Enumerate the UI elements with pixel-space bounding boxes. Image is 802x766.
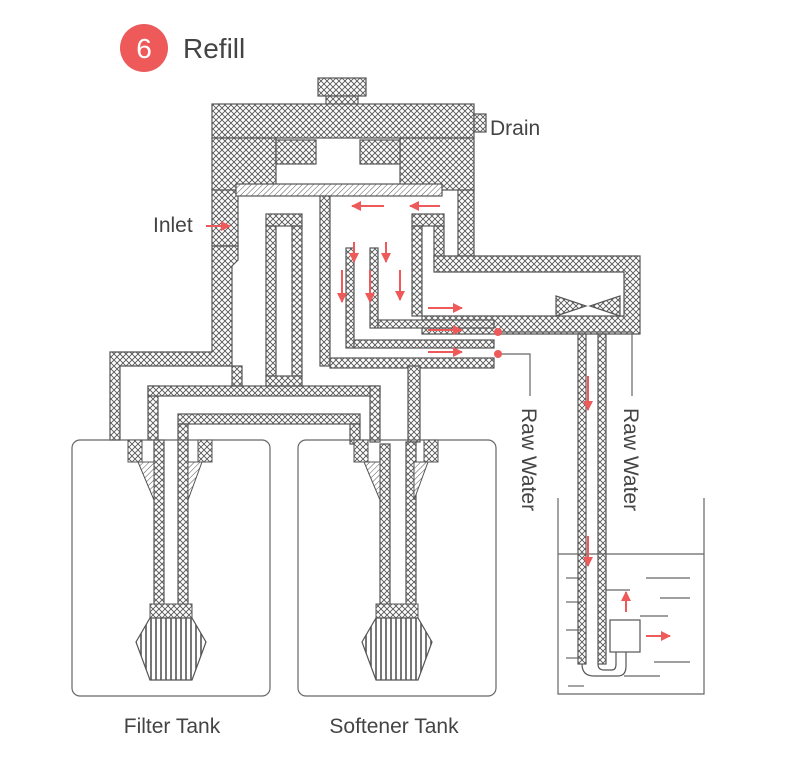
brine-tank [557,498,705,695]
leader-lines [494,328,633,396]
raw-water-port-dot [494,350,502,358]
brine-valve-float [609,619,641,653]
valve-body [109,77,641,665]
softener-tank [297,439,497,697]
raw-water-port-dot [494,328,502,336]
step-header: 6 Refill [120,24,245,72]
drain-label: Drain [490,117,540,140]
raw-water-label-left: Raw Water [517,408,540,511]
step-number: 6 [136,33,152,64]
flow-arrows [206,201,671,641]
inlet-label: Inlet [153,214,193,237]
softener-tank-label: Softener Tank [329,715,459,738]
softener-screen-icon [361,617,433,681]
filter-tank-label: Filter Tank [124,715,221,738]
raw-water-label-right: Raw Water [619,408,642,511]
step-title: Refill [183,33,245,64]
filter-screen-icon [135,617,207,681]
filter-tank [71,439,271,697]
step-number-badge [120,24,168,72]
